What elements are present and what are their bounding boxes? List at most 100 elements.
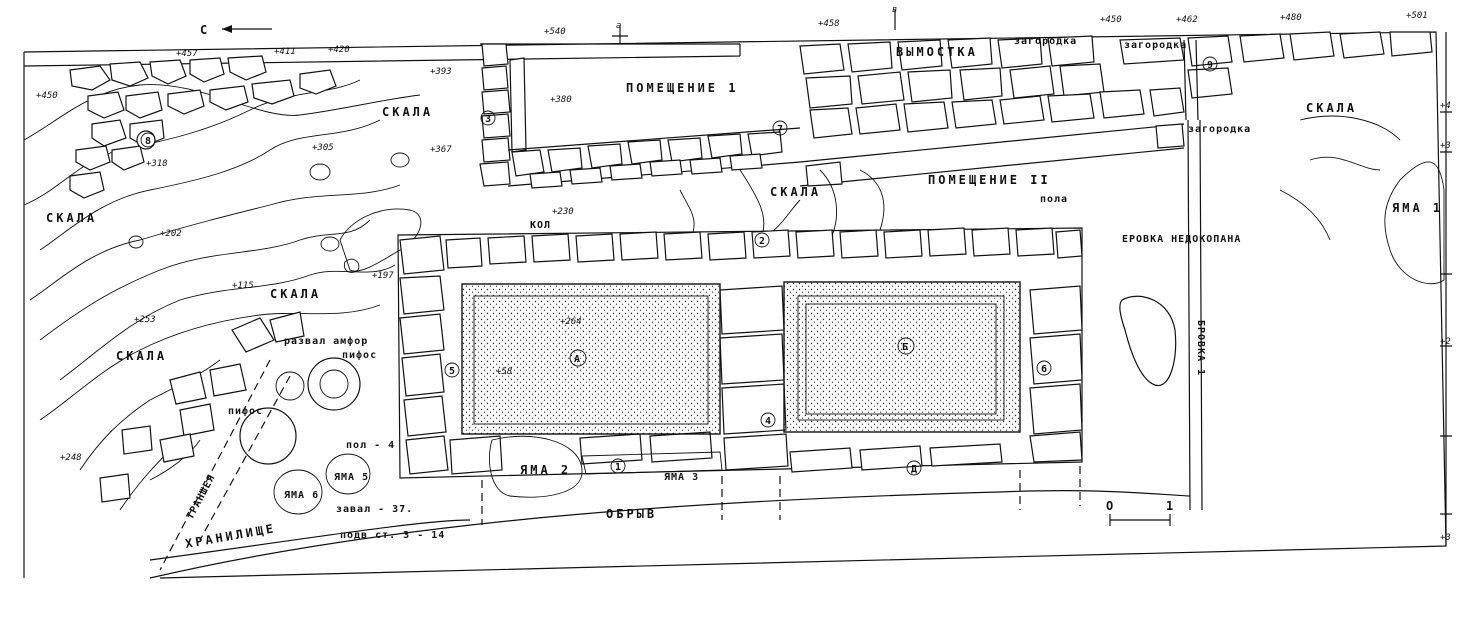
svg-text:+3: +3 — [1440, 533, 1451, 543]
svg-text:А: А — [574, 354, 581, 365]
room1-label: ПОМЕЩЕНИЕ 1 — [626, 81, 738, 95]
pit6-label: ЯМА 6 — [284, 490, 319, 501]
svg-text:4: 4 — [765, 416, 772, 427]
rock-label-2: СКАЛА — [46, 211, 97, 225]
pavement-label: ВЫМОСТКА — [896, 45, 978, 59]
fence-label-1: загородка — [1014, 36, 1077, 47]
svg-text:3: 3 — [485, 114, 492, 125]
pit5-label: ЯМА 5 — [334, 472, 369, 483]
foundation-a — [461, 283, 721, 435]
svg-text:+305: +305 — [312, 143, 334, 153]
pit6-outline — [273, 469, 323, 515]
svg-text:а: а — [616, 21, 621, 31]
pithos-label-2: пифос — [342, 349, 377, 361]
fence-label-2: загородка — [1124, 40, 1187, 51]
north-arrow: С — [200, 23, 272, 37]
svg-text:+501: +501 — [1406, 11, 1428, 21]
main-stone-block — [397, 227, 1083, 479]
svg-text:+253: +253 — [134, 315, 156, 325]
rock-label-1: СКАЛА — [382, 105, 433, 119]
svg-text:Д: Д — [911, 464, 918, 475]
pit5-outline — [325, 453, 371, 495]
svg-text:+2: +2 — [1440, 337, 1451, 347]
svg-text:+248: +248 — [60, 453, 82, 463]
isolated-rock — [1119, 295, 1177, 387]
svg-text:+458: +458 — [818, 19, 840, 29]
scale-zero: О — [1106, 499, 1116, 513]
svg-text:в: в — [892, 5, 897, 15]
svg-text:9: 9 — [1207, 60, 1214, 71]
pits-bottom — [239, 357, 723, 515]
pit2-outline — [489, 435, 583, 498]
svg-text:+420: +420 — [328, 45, 350, 55]
pithos-circle-2 — [307, 357, 361, 411]
svg-text:+450: +450 — [36, 91, 58, 101]
svg-text:+58: +58 — [496, 367, 512, 377]
svg-text:+411: +411 — [274, 47, 296, 57]
rock-label-6: СКАЛА — [1306, 101, 1357, 115]
rock-label-5: СКАЛА — [770, 185, 821, 199]
svg-text:7: 7 — [777, 124, 784, 135]
stone-cluster-top-left — [69, 55, 337, 199]
svg-text:+450: +450 — [1100, 15, 1122, 25]
svg-text:1: 1 — [615, 462, 622, 473]
pithos-label-1: пифос — [228, 405, 263, 417]
fill-label: завал - 37. — [336, 504, 413, 515]
storage-label: ХРАНИЛИЩЕ — [184, 521, 277, 551]
rock-label-4: СКАЛА — [116, 349, 167, 363]
markers: А Б 8 7 9 2 4 5 6 3 1 Д а в — [140, 5, 1218, 476]
pit1 — [1279, 115, 1445, 285]
svg-text:+4: +4 — [1440, 101, 1451, 111]
fence-label-3: загородка — [1188, 124, 1251, 135]
svg-text:+393: +393 — [430, 67, 452, 77]
right-axis — [1440, 32, 1452, 546]
floor-label: пола — [1040, 194, 1068, 205]
stone-wall-room1-south — [507, 127, 801, 189]
marker-b — [897, 337, 915, 355]
scale-one: 1 — [1166, 499, 1176, 513]
pit3-label: ЯМА 3 — [664, 472, 699, 483]
stone-wall-left-column — [479, 43, 527, 187]
svg-text:8: 8 — [145, 136, 152, 147]
svg-text:+462: +462 — [1176, 15, 1198, 25]
svg-text:2: 2 — [759, 236, 766, 247]
svg-text:Б: Б — [902, 342, 909, 353]
room2-label: ПОМЕЩЕНИЕ II — [928, 173, 1051, 187]
cliff-label: ОБРЫВ — [606, 507, 657, 521]
svg-text:+115: +115 — [232, 281, 254, 291]
svg-text:+540: +540 — [544, 27, 566, 37]
section-lines — [149, 466, 1191, 579]
svg-text:+197: +197 — [372, 271, 394, 281]
stake-label: КОЛ — [530, 220, 551, 231]
pit3-outline — [581, 451, 723, 475]
floor4-label: пол - 4 — [346, 440, 395, 451]
rock-label-3: СКАЛА — [270, 287, 321, 301]
svg-text:+367: +367 — [430, 145, 452, 155]
svg-text:+457: +457 — [176, 49, 198, 59]
svg-text:+380: +380 — [550, 95, 572, 105]
balk-strip: БРОВКА 1 — [1183, 39, 1206, 511]
svg-text:+264: +264 — [560, 317, 582, 327]
svg-text:6: 6 — [1041, 364, 1048, 375]
svg-text:+202: +202 — [160, 229, 182, 239]
trench-label: ТРАНШЕЯ — [185, 473, 218, 522]
pithos-circle-1 — [239, 407, 297, 465]
svg-text:+318: +318 — [146, 159, 168, 169]
north-label: С — [200, 23, 210, 37]
pit1-label: ЯМА 1 — [1392, 201, 1443, 215]
foundation-b — [783, 281, 1021, 433]
wall-base-label: подв ст. 3 - 14 — [340, 530, 445, 541]
area-labels: ПОМЕЩЕНИЕ 1 ПОМЕЩЕНИЕ II СКАЛА СКАЛА СКА… — [46, 36, 1443, 551]
rock-contours — [23, 79, 422, 511]
stone-pavement — [799, 31, 1433, 139]
elevation-marks: +540 +458 +450 +462 +480 +501 +457 +411 … — [36, 11, 1451, 543]
balk-label: БРОВКА 1 — [1195, 320, 1206, 376]
pit2-label: ЯМА 2 — [520, 463, 571, 477]
svg-text:5: 5 — [449, 366, 456, 377]
marker-a — [569, 349, 587, 367]
amphora-scatter-label: развал амфор — [284, 335, 368, 347]
svg-text:+230: +230 — [552, 207, 574, 217]
balk-unfinished-label: ЕРОВКА НЕДОКОПАНА — [1122, 234, 1241, 245]
stone-cluster-lower-left — [99, 311, 305, 503]
